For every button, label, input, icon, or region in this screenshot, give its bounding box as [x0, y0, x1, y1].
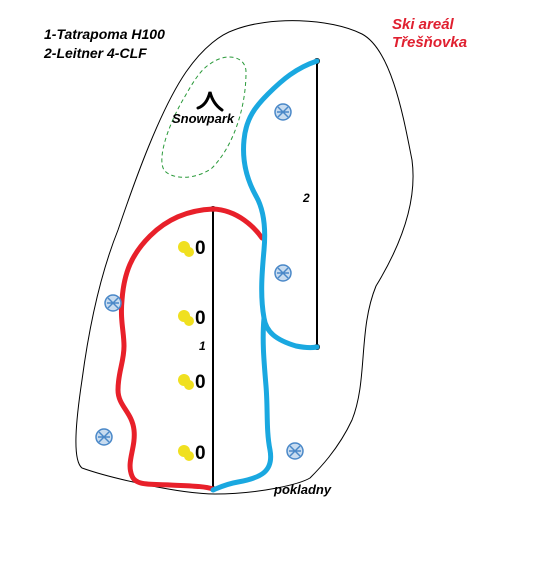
lift-2-label: 2: [303, 191, 310, 205]
snowflake-icon: [274, 264, 292, 282]
red-slope: [115, 206, 265, 492]
lift-1-label: 1: [199, 339, 206, 353]
legend-line-1: 1-Tatrapoma H100: [44, 26, 165, 42]
ramp-icon: [196, 91, 224, 112]
light-mark: 0: [195, 443, 206, 464]
lamp-icon: [178, 241, 194, 257]
map-title: Ski areál Třešňovka: [392, 16, 467, 52]
snowpark-outline: [161, 56, 247, 178]
snowflake-icon: [95, 428, 113, 446]
light-mark: 0: [195, 372, 206, 393]
resort-boundary: [75, 20, 414, 495]
blue-slope: [210, 58, 320, 493]
light-mark: 0: [195, 238, 206, 259]
snowflake-icon: [274, 103, 292, 121]
lamp-icon: [178, 310, 194, 326]
snowpark-label: Snowpark: [172, 111, 235, 126]
light-mark: 0: [195, 308, 206, 329]
pokladny-label: pokladny: [274, 482, 332, 497]
title-line-1: Ski areál: [392, 16, 454, 33]
snowflake-icon: [104, 294, 122, 312]
title-line-2: Třešňovka: [392, 34, 468, 51]
legend-line-2: 2-Leitner 4-CLF: [44, 45, 147, 61]
snowflake-icon: [286, 442, 304, 460]
lift-legend: 1-Tatrapoma H100 2-Leitner 4-CLF: [44, 25, 165, 63]
lamp-icon: [178, 445, 194, 461]
lamp-icon: [178, 374, 194, 390]
